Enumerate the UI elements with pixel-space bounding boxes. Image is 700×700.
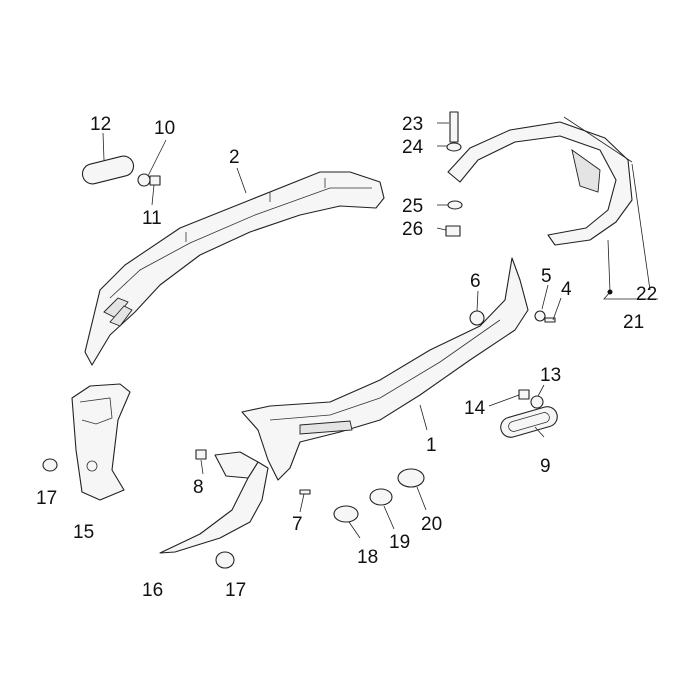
callout-13: 13 [540, 365, 561, 386]
part-15-inner-panel [71, 383, 131, 501]
part-2-upper-fairing [84, 171, 385, 366]
part-16-lower-trim [159, 451, 269, 554]
callout-21: 21 [623, 312, 644, 333]
part-20-grommet [397, 468, 425, 488]
fasteners [42, 111, 556, 569]
part-17-plug-b [215, 551, 235, 569]
callout-18: 18 [357, 547, 378, 568]
callout-7: 7 [292, 514, 303, 535]
callout-12: 12 [90, 114, 111, 135]
part-6-nut [469, 310, 485, 326]
part-9-reflector [500, 406, 558, 438]
callout-2: 2 [229, 147, 240, 168]
callout-24: 24 [402, 137, 424, 158]
part-13-nut [530, 395, 544, 409]
part-17-plug-a [42, 458, 58, 472]
callout-17-bottom: 17 [225, 580, 246, 601]
callout-15: 15 [73, 522, 94, 543]
part-14-clip [518, 389, 530, 400]
part-19-grommet [369, 488, 393, 506]
callout-4: 4 [561, 279, 572, 300]
part-12-reflector [81, 155, 135, 185]
part-8-clip [195, 449, 207, 460]
part-7-screw [299, 489, 311, 495]
callout-17-left: 17 [36, 488, 57, 509]
callout-19: 19 [389, 532, 410, 553]
callout-5: 5 [541, 266, 552, 287]
callout-9: 9 [540, 456, 551, 477]
part-24-washer [446, 142, 462, 152]
part-22-grab-rail [447, 121, 633, 246]
part-26-clip [445, 225, 461, 237]
part-4-screw [544, 317, 556, 323]
callout-16: 16 [142, 580, 163, 601]
part-23-bolt [449, 111, 459, 143]
leader-lines [102, 116, 658, 539]
part-18-grommet [333, 505, 359, 523]
part-25-washer [447, 200, 463, 210]
callout-6: 6 [470, 271, 481, 292]
callout-1: 1 [426, 435, 437, 456]
callout-22: 22 [636, 284, 657, 305]
callout-10: 10 [154, 118, 175, 139]
callout-23: 23 [402, 114, 423, 135]
leader-dot [607, 289, 613, 295]
callout-25: 25 [402, 196, 423, 217]
callout-labels: 1 2 4 5 6 7 8 9 10 11 12 13 14 15 16 17 … [36, 114, 657, 601]
callout-20: 20 [421, 514, 442, 535]
part-1-lower-fairing [241, 257, 529, 481]
callout-26: 26 [402, 219, 423, 240]
part-11-clip [149, 175, 161, 186]
callout-14: 14 [464, 398, 486, 419]
callout-11: 11 [142, 208, 162, 229]
part-5-washer [534, 310, 546, 322]
callout-8: 8 [193, 477, 204, 498]
